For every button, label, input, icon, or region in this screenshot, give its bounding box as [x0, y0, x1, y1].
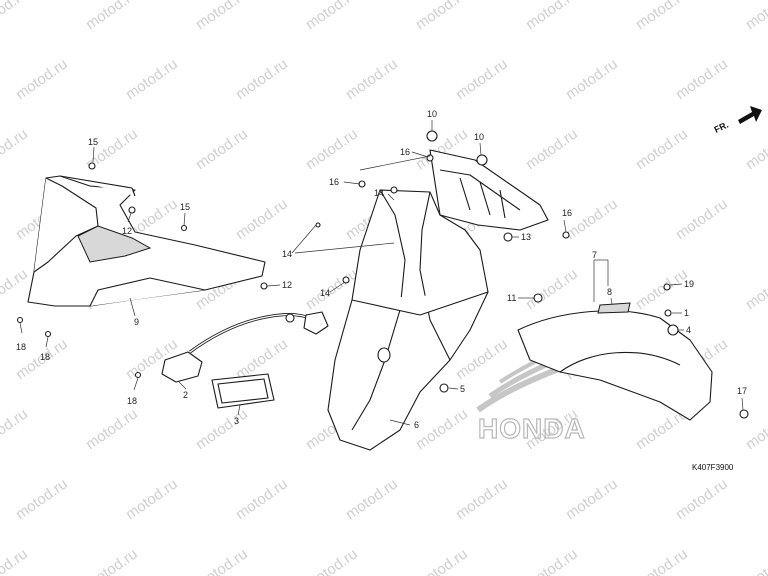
callout-8: 8 [607, 287, 612, 297]
watermark-text: motod.ru [743, 0, 768, 33]
callout-14: 14 [320, 288, 330, 298]
watermark-text: motod.ru [673, 195, 731, 243]
callout-16: 16 [329, 177, 339, 187]
callout-18: 18 [16, 342, 26, 352]
watermark-text: motod.ru [563, 475, 621, 523]
callout-14: 14 [374, 188, 384, 198]
front-direction-marker: FR. [713, 106, 762, 135]
hardware-group [16, 130, 749, 419]
watermark-text: motod.ru [743, 125, 768, 173]
part-9-front-cover [27, 175, 266, 307]
watermark-text: motod.ru [563, 55, 621, 103]
callout-18: 18 [40, 352, 50, 362]
watermark-text: motod.ru [633, 545, 691, 576]
watermark-text: motod.ru [303, 0, 361, 33]
watermark-text: motod.ru [83, 405, 141, 453]
diagram-code: K407F3900 [692, 463, 734, 472]
watermark-text: motod.ru [233, 195, 291, 243]
watermark-text: motod.ru [633, 0, 691, 33]
watermark-text: motod.ru [633, 125, 691, 173]
front-label: FR. [713, 120, 730, 135]
watermark-text: motod.ru [453, 55, 511, 103]
callout-12: 12 [282, 280, 292, 290]
watermark-text: motod.ru [633, 265, 691, 313]
watermark-text: motod.ru [193, 0, 251, 33]
callout-6: 6 [414, 420, 419, 430]
watermark-text: motod.ru [523, 0, 581, 33]
part-2-harness [161, 311, 329, 383]
part-7-mudguard [517, 302, 713, 421]
watermark-text: motod.ru [343, 475, 401, 523]
callout-numbers: 10 10 16 16 16 15 15 14 14 14 12 12 9 18… [16, 109, 747, 430]
part-3-reflector [211, 373, 275, 409]
watermark-text: motod.ru [743, 545, 768, 576]
watermark-text: motod.ru [123, 55, 181, 103]
callout-17: 17 [737, 386, 747, 396]
callout-16: 16 [562, 208, 572, 218]
watermark-text: motod.ru [343, 55, 401, 103]
watermark-text: motod.ru [0, 265, 31, 313]
callout-9: 9 [134, 317, 139, 327]
watermark-text: motod.ru [523, 265, 581, 313]
callout-1: 1 [684, 308, 689, 318]
watermark-text: motod.ru [563, 195, 621, 243]
part-6-rear-fender [327, 149, 549, 451]
callout-5: 5 [460, 384, 465, 394]
watermark-text: motod.ru [83, 545, 141, 576]
watermark-text: motod.ru [193, 545, 251, 576]
watermark-text: motod.ru [13, 475, 71, 523]
watermark-text: motod.ru [673, 475, 731, 523]
callout-14: 14 [282, 249, 292, 259]
watermark-text: motod.ru [0, 405, 31, 453]
callout-15: 15 [88, 137, 98, 147]
callout-4: 4 [686, 325, 691, 335]
watermark-text: motod.ru [453, 475, 511, 523]
watermark-text: motod.ru [0, 545, 31, 576]
watermark-text: motod.ru [303, 125, 361, 173]
watermark-text: motod.ru [0, 125, 31, 173]
watermark-text: motod.ru [413, 545, 471, 576]
callout-12: 12 [122, 226, 132, 236]
watermark-text: motod.ru [123, 475, 181, 523]
leader-lines [19, 120, 744, 426]
watermark-text: motod.ru [0, 0, 31, 33]
watermark-text: motod.ru [303, 545, 361, 576]
watermark-text: motod.ru [673, 55, 731, 103]
watermark-text: motod.ru [83, 0, 141, 33]
watermark-text: motod.ru [193, 125, 251, 173]
callout-7: 7 [592, 250, 597, 260]
watermark-text: motod.ru [13, 55, 71, 103]
callout-18: 18 [127, 396, 137, 406]
watermark-text: motod.ru [233, 55, 291, 103]
watermark-text: motod.ru [413, 0, 471, 33]
watermark-text: motod.ru [233, 475, 291, 523]
callout-10: 10 [474, 132, 484, 142]
callout-15: 15 [180, 202, 190, 212]
watermark-text: motod.ru [523, 545, 581, 576]
callout-16: 16 [400, 147, 410, 157]
callout-2: 2 [183, 390, 188, 400]
watermark-text: motod.ru [743, 265, 768, 313]
callout-3: 3 [234, 416, 239, 426]
callout-13: 13 [521, 232, 531, 242]
callout-10: 10 [427, 109, 437, 119]
honda-brand-text: HONDA [478, 413, 586, 444]
watermark-text: motod.ru [193, 405, 251, 453]
watermark-text: motod.ru [413, 405, 471, 453]
watermark-text: motod.ru [523, 125, 581, 173]
front-arrow-icon [738, 106, 762, 124]
callout-11: 11 [507, 293, 516, 303]
callout-19: 19 [684, 279, 694, 289]
